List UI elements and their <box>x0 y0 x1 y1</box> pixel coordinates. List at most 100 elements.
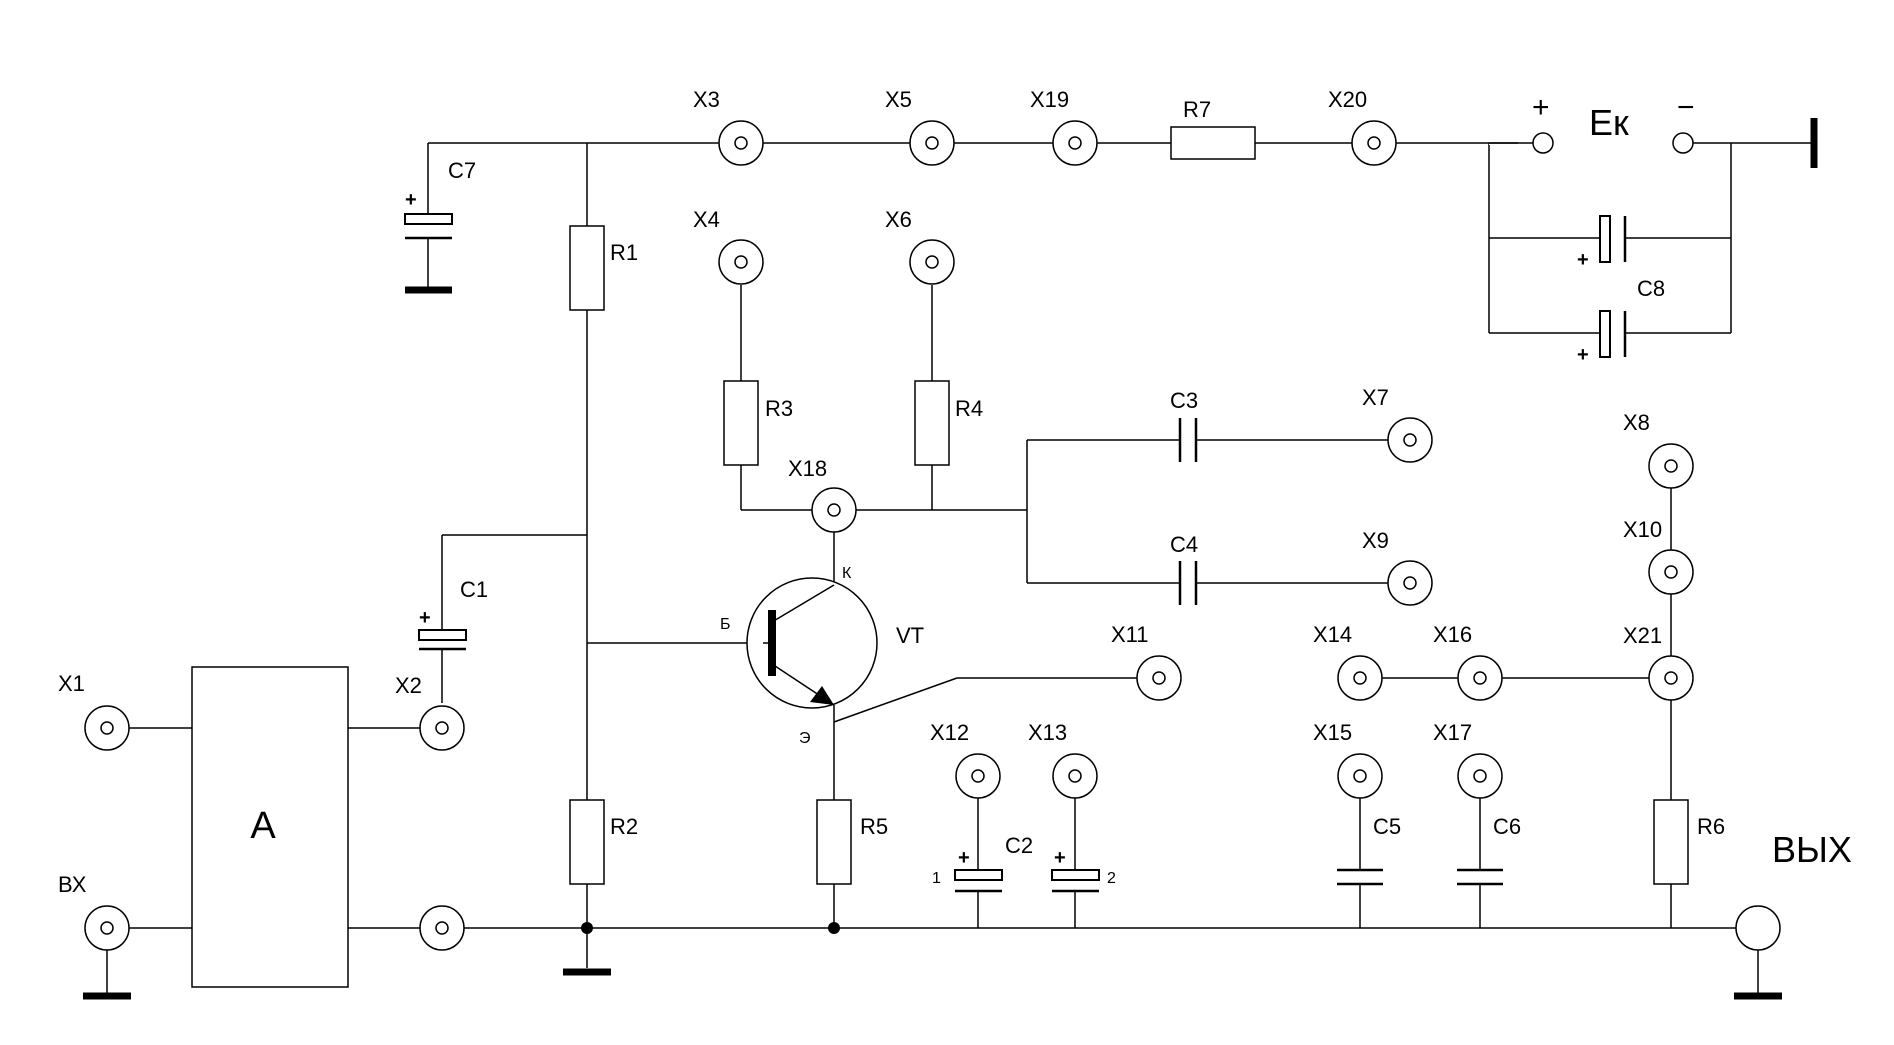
label-emitter: Э <box>799 730 811 747</box>
label-base: Б <box>720 616 731 633</box>
label-x7: X7 <box>1362 385 1389 410</box>
terminal-x17 <box>1457 753 1503 799</box>
label-x10: X10 <box>1623 517 1662 542</box>
label-r1: R1 <box>610 240 638 265</box>
supply-plus-pin <box>1532 132 1554 154</box>
terminal-x7 <box>1387 417 1433 463</box>
terminal-x1 <box>84 705 130 751</box>
label-r4: R4 <box>955 396 983 421</box>
supply-label: Ек <box>1589 102 1629 143</box>
label-r6: R6 <box>1697 814 1725 839</box>
polarity-plus-c7: + <box>405 189 417 211</box>
amplifier-block: A <box>191 666 349 988</box>
label-x14: X14 <box>1313 622 1352 647</box>
label-x9: X9 <box>1362 528 1389 553</box>
terminal-x6 <box>909 239 955 285</box>
supply-plus-sign: + <box>1532 91 1550 124</box>
label-bx: ВХ <box>58 872 87 897</box>
label-r3: R3 <box>765 396 793 421</box>
terminal-x13 <box>1052 753 1098 799</box>
terminal-x20 <box>1351 120 1397 166</box>
label-r5: R5 <box>860 814 888 839</box>
supply-minus-pin <box>1672 132 1694 154</box>
label-x12: X12 <box>930 720 969 745</box>
resistor-r6 <box>1653 799 1689 885</box>
terminal-x8 <box>1648 443 1694 489</box>
label-x21: X21 <box>1623 623 1662 648</box>
capacitor-c7 <box>404 213 453 240</box>
labels: X1 ВХ X2 X3 X5 X19 X20 X4 X6 X18 X7 X9 X… <box>58 87 1852 897</box>
label-c7: C7 <box>448 158 476 183</box>
label-c4: C4 <box>1170 532 1198 557</box>
label-collector: К <box>842 565 852 582</box>
label-x6: X6 <box>885 207 912 232</box>
polarity-two: 2 <box>1107 870 1116 887</box>
label-x17: X17 <box>1433 720 1472 745</box>
terminal-output <box>1735 905 1781 951</box>
capacitor-c4 <box>1178 561 1198 605</box>
junction-dot <box>581 922 593 934</box>
terminal-x15 <box>1337 753 1383 799</box>
capacitor-c8-bottom <box>1599 310 1627 358</box>
output-label: ВЫХ <box>1772 829 1852 870</box>
label-x18: X18 <box>788 456 827 481</box>
capacitors <box>404 213 1627 893</box>
label-x15: X15 <box>1313 720 1352 745</box>
resistor-r1 <box>569 225 605 311</box>
supply-minus-sign: − <box>1677 91 1695 124</box>
label-x2: X2 <box>395 673 422 698</box>
terminal-x21 <box>1648 655 1694 701</box>
terminal-x2 <box>419 705 465 751</box>
label-x13: X13 <box>1028 720 1067 745</box>
capacitor-c5 <box>1337 868 1383 886</box>
label-r2: R2 <box>610 814 638 839</box>
terminal-x10 <box>1648 549 1694 595</box>
terminal-ground-a <box>419 905 465 951</box>
terminal-x5 <box>909 120 955 166</box>
resistor-r7 <box>1170 126 1256 160</box>
capacitor-c3 <box>1178 418 1198 462</box>
label-x20: X20 <box>1328 87 1367 112</box>
polarity-plus-c8-bottom: + <box>1577 344 1589 366</box>
wires <box>106 142 1814 993</box>
label-x16: X16 <box>1433 622 1472 647</box>
label-r7: R7 <box>1183 97 1211 122</box>
terminal-x12 <box>955 753 1001 799</box>
terminal-x9 <box>1387 560 1433 606</box>
label-c5: C5 <box>1373 814 1401 839</box>
label-x3: X3 <box>693 87 720 112</box>
terminal-x11 <box>1136 655 1182 701</box>
terminals <box>84 120 1781 951</box>
label-x4: X4 <box>693 207 720 232</box>
terminal-x14 <box>1337 655 1383 701</box>
label-x11: X11 <box>1111 622 1149 647</box>
polarity-plus-c8-top: + <box>1577 249 1589 271</box>
resistor-r5 <box>816 799 852 885</box>
emitter-arrow-icon <box>810 686 834 705</box>
label-c8: C8 <box>1637 276 1665 301</box>
label-x5: X5 <box>885 87 912 112</box>
terminal-x4 <box>718 239 764 285</box>
polarity-one: 1 <box>932 870 941 887</box>
label-c1: C1 <box>460 577 488 602</box>
polarity-plus-x13: + <box>1054 847 1066 869</box>
label-x8: X8 <box>1623 410 1650 435</box>
terminal-bx <box>84 905 130 951</box>
resistor-r4 <box>914 380 950 466</box>
label-x19: X19 <box>1030 87 1069 112</box>
transistor-vt <box>746 577 878 709</box>
junction-dots <box>581 922 840 934</box>
terminal-x3 <box>718 120 764 166</box>
label-x1: X1 <box>58 671 85 696</box>
junction-dot <box>828 922 840 934</box>
capacitor-x13 <box>1051 869 1100 893</box>
polarity-plus-c1: + <box>419 607 431 629</box>
terminal-x16 <box>1457 655 1503 701</box>
amplifier-label: A <box>250 805 276 847</box>
capacitor-c1 <box>418 629 467 651</box>
label-c2: C2 <box>1005 833 1033 858</box>
capacitor-c2 <box>954 869 1003 893</box>
label-c6: C6 <box>1493 814 1521 839</box>
capacitor-c8-top <box>1599 215 1627 263</box>
